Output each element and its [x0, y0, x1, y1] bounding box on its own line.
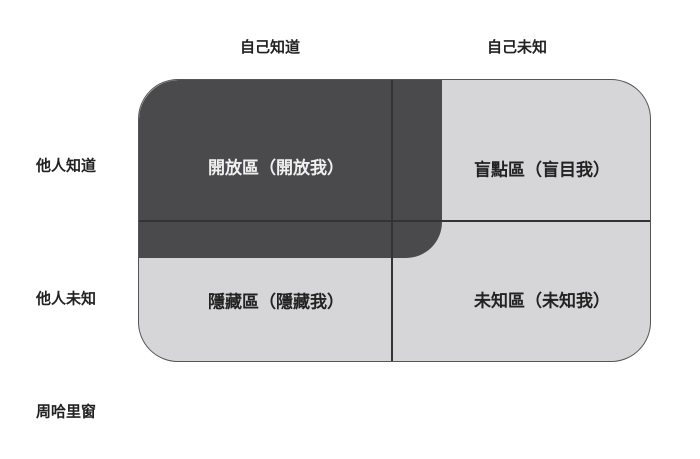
quadrant-open: 開放區（開放我） — [208, 158, 344, 179]
quadrant-unknown: 未知區（未知我） — [474, 291, 610, 312]
johari-window-grid: 開放區（開放我） 盲點區（盲目我） 隱藏區（隱藏我） 未知區（未知我） — [138, 79, 651, 362]
row-header-others-unknown: 他人未知 — [36, 289, 97, 308]
quadrant-hidden: 隱藏區（隱藏我） — [208, 292, 344, 313]
quadrant-blind: 盲點區（盲目我） — [474, 160, 610, 181]
horizontal-divider — [139, 220, 650, 222]
column-header-self-unknown: 自己未知 — [486, 38, 548, 56]
column-header-self-known: 自己知道 — [239, 38, 301, 56]
row-header-others-known: 他人知道 — [36, 156, 97, 175]
diagram-caption: 周哈里窗 — [36, 402, 97, 421]
